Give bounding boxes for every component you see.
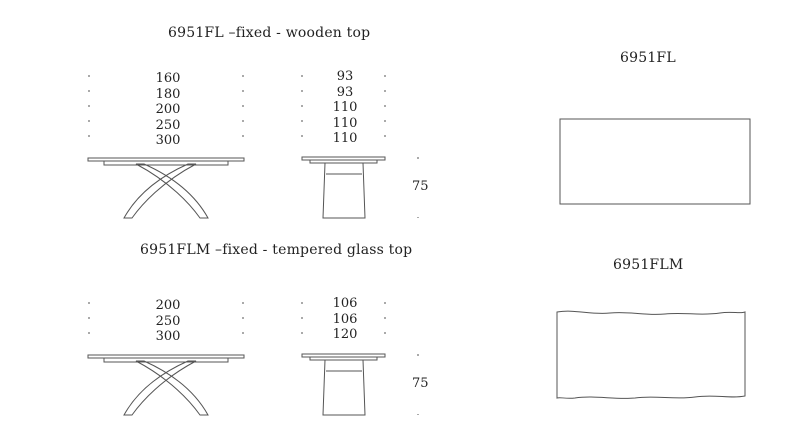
width-value: 93 [336, 69, 354, 84]
length-value: 300 [155, 329, 181, 344]
table-base [322, 162, 366, 219]
table-apron [309, 356, 378, 361]
plan-outline-straight [559, 118, 751, 205]
length-list-flm: 200 250 300 [140, 298, 196, 345]
table-base [322, 359, 366, 416]
width-value: 110 [332, 131, 358, 146]
section-title-fl: 6951FL –fixed - wooden top [168, 25, 371, 41]
length-value: 200 [155, 102, 181, 117]
width-value: 110 [332, 100, 358, 115]
height-value-fl: 75 [412, 179, 429, 194]
length-value: 180 [155, 86, 181, 102]
plan-label-fl: 6951FL [620, 50, 676, 66]
length-value: 300 [155, 133, 181, 148]
length-value: 160 [155, 71, 181, 86]
table-apron [103, 357, 229, 363]
table-leg [123, 360, 197, 416]
length-value: 200 [155, 298, 181, 313]
width-value: 106 [332, 311, 358, 327]
section-title-flm: 6951FLM –fixed - tempered glass top [140, 242, 413, 258]
width-value: 120 [332, 327, 358, 342]
width-value: 93 [336, 84, 354, 100]
table-leg [135, 360, 209, 416]
table-apron [309, 159, 378, 164]
front-view-flm [87, 302, 245, 416]
side-view-fl [301, 75, 386, 219]
plan-label-flm: 6951FLM [613, 257, 684, 273]
width-list-flm: 106 106 120 [318, 296, 372, 343]
length-list-fl: 160 180 200 250 300 [140, 71, 196, 149]
width-list-fl: 93 93 110 110 110 [318, 69, 372, 147]
plan-outline-live-edge [556, 310, 746, 399]
front-view-fl [87, 75, 245, 219]
table-leg [123, 163, 197, 219]
length-value: 250 [155, 117, 181, 133]
length-value: 250 [155, 313, 181, 329]
table-leg [135, 163, 209, 219]
height-value-flm: 75 [412, 376, 429, 391]
side-view-flm [301, 302, 386, 416]
width-value: 106 [332, 296, 358, 311]
width-value: 110 [332, 115, 358, 131]
table-apron [103, 160, 229, 166]
